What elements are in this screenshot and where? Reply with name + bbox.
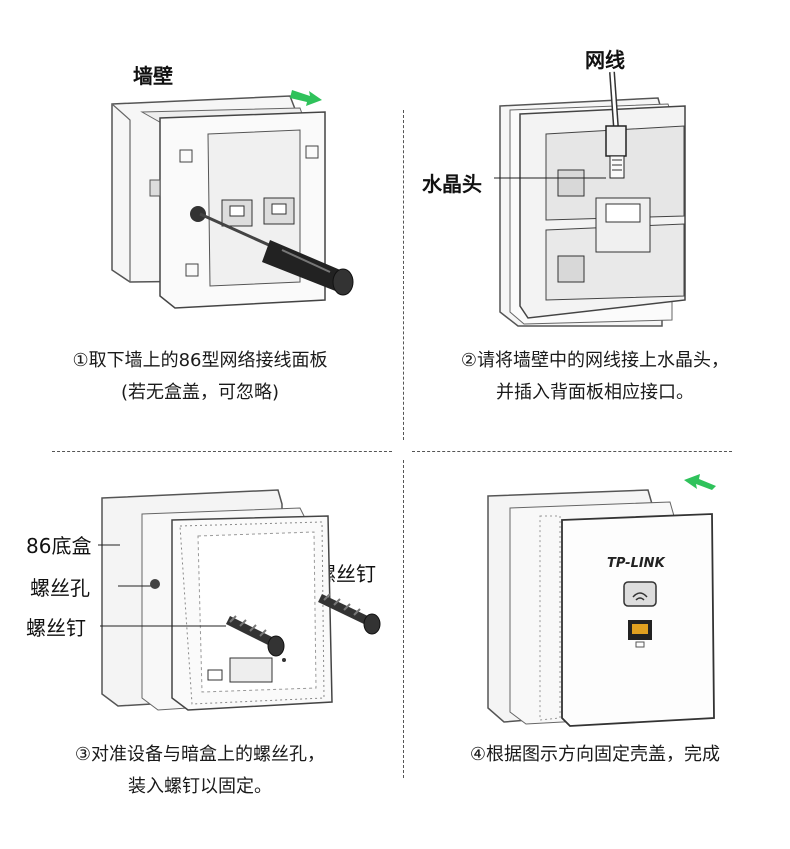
horizontal-divider-right (412, 451, 732, 452)
horizontal-divider-left (52, 451, 392, 452)
step-1-panel: 墙壁 ①取下墙上的86型网络接线面板 (若无盒盖，可忽略) (0, 0, 400, 440)
hole-label: 螺丝孔 (30, 576, 90, 600)
step-2-caption-line-2: 并插入背面板相应接口。 (496, 382, 694, 403)
step-2-panel: 网线 水晶头 ②请将墙壁中的网线接上水晶头， 并插入背面板相应接口。 (400, 0, 790, 440)
step-3-panel: 86底盒 螺丝孔 螺丝钉 螺丝钉 ③对准设备与暗盒上的螺丝孔， 装入螺钉以固定。 (0, 460, 400, 849)
step-2-caption-line-1: ②请将墙壁中的网线接上水晶头， (460, 350, 730, 371)
vertical-divider-bottom (403, 460, 404, 778)
step-3-caption-line-2: 装入螺钉以固定。 (128, 776, 272, 797)
wall-label: 墙壁 (133, 64, 173, 88)
step-4-illustration (487, 474, 716, 727)
connector-label: 水晶头 (422, 172, 482, 196)
step-3-illustration (98, 489, 381, 711)
step-1-caption-line-2: (若无盒盖，可忽略) (120, 382, 280, 403)
step-1-illustration (111, 90, 354, 309)
step-4-caption-line-1: ④根据图示方向固定壳盖，完成 (469, 744, 721, 765)
step-4-panel: TP-LINK ④根据图示方向固定壳盖，完成 (400, 460, 790, 849)
screw-left-label: 螺丝钉 (26, 616, 86, 640)
step-1-caption-line-1: ①取下墙上的86型网络接线面板 (72, 350, 328, 371)
box-label: 86底盒 (26, 534, 92, 558)
step-2-illustration (494, 71, 686, 327)
brand-logo: TP-LINK (607, 556, 665, 571)
step-3-caption-line-1: ③对准设备与暗盒上的螺丝孔， (74, 744, 326, 765)
cable-label: 网线 (585, 48, 625, 72)
vertical-divider-top (403, 110, 404, 440)
